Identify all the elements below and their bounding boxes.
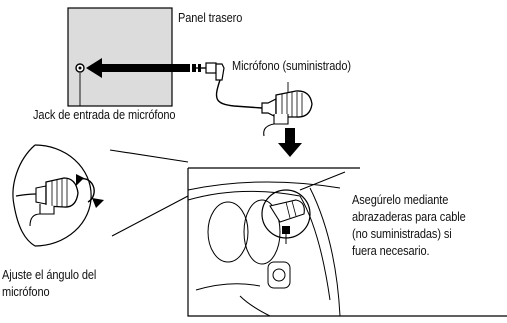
install-detail-box xyxy=(187,167,507,317)
secure-note-line-1: Asegúrelo mediante xyxy=(352,193,449,207)
rear-panel-label: Panel trasero xyxy=(178,11,243,25)
jack-label: Jack de entrada de micrófono xyxy=(33,108,176,122)
adjust-angle-line-2: micrófono xyxy=(2,285,50,299)
rear-panel xyxy=(67,7,173,107)
mic-cable xyxy=(215,79,263,109)
arrow-down-icon xyxy=(278,128,302,157)
microphone-label: Micrófono (suministrado) xyxy=(232,59,351,73)
mic-detail-circle xyxy=(12,144,189,247)
rotate-arrow-icon xyxy=(76,174,104,208)
microphone-icon xyxy=(261,90,313,137)
secure-note-line-4: fuera necesario. xyxy=(352,244,430,258)
secure-note-line-2: abrazaderas para cable xyxy=(352,210,466,224)
adjust-angle-line-1: Ajuste el ángulo del xyxy=(2,268,97,282)
secure-note-line-3: (no suministradas) si xyxy=(352,227,452,241)
plug-icon xyxy=(196,62,225,81)
